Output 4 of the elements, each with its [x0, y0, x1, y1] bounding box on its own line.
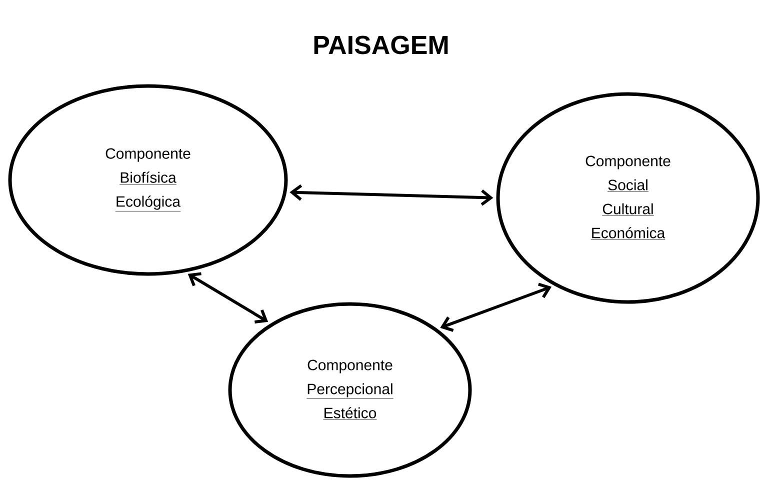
double-arrow — [290, 184, 494, 206]
double-arrow — [440, 282, 552, 332]
title: PAISAGEM — [314, 36, 448, 54]
double-arrow — [188, 272, 268, 324]
